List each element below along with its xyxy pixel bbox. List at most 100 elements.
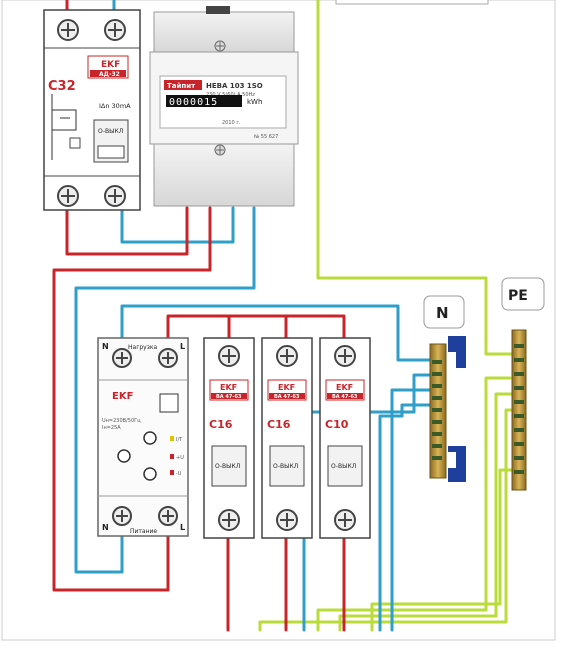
bus-n-wire-3: [378, 403, 436, 632]
pe-wire-1: [316, 376, 512, 632]
relay-led-3: [170, 470, 174, 475]
relay-knob-2[interactable]: [117, 449, 131, 463]
rcd-schematic: [51, 94, 77, 160]
relay-spec-2: Iн=25А: [102, 425, 121, 431]
rcd-to-meter-n: [120, 206, 235, 244]
rcd-top-terminal-2[interactable]: [104, 19, 126, 41]
breaker-1-top-terminal[interactable]: [218, 345, 240, 367]
neutral-bus-label: N: [436, 304, 449, 322]
relay-body: [97, 337, 189, 537]
meter-bottom-screw[interactable]: [214, 144, 226, 156]
ground-bus: PE: [501, 277, 545, 491]
breaker-2-bottom-terminal[interactable]: [276, 509, 298, 531]
neutral-bus-insulator-top: [448, 336, 466, 368]
breaker-1-model: ВА 47-63: [216, 394, 242, 400]
breaker-3-brand: EKF: [336, 383, 353, 392]
relay-power-terminal-n[interactable]: [112, 506, 132, 526]
breaker-3: EKF ВА 47-63 C10 O-ВЫКЛ: [319, 337, 371, 539]
top-right-block: [335, 0, 489, 5]
neutral-bus-label-box: [423, 295, 465, 329]
rcd-bottom-terminal-2[interactable]: [104, 185, 126, 207]
relay-symbol: [159, 393, 179, 413]
relay-spec-1: Uн=230В/50Гц: [102, 418, 141, 424]
relay-led-1: [170, 436, 174, 441]
neutral-bus-insulator-bottom: [448, 446, 466, 482]
rcd-brand: EKF: [101, 60, 120, 70]
ground-wires: [258, 0, 514, 632]
breaker-body: [319, 337, 371, 539]
neutral-bus: N: [423, 295, 466, 482]
meter-n-out: [74, 206, 256, 574]
rcd-bottom-terminal-1[interactable]: [57, 185, 79, 207]
relay-n-to-bus: [120, 304, 436, 362]
breaker-body: [203, 337, 255, 539]
breaker-3-top-terminal[interactable]: [334, 345, 356, 367]
relay-load-terminal-l[interactable]: [158, 348, 178, 368]
relay-top-l: L: [180, 342, 185, 351]
rcd-top-terminal-1[interactable]: [57, 19, 79, 41]
relay-led-label-1: I/T: [176, 437, 183, 443]
pe-wire-4: [370, 468, 514, 632]
meter-model: НЕВА 103 1SO: [206, 82, 263, 90]
breaker-2-rating: C16: [267, 418, 291, 431]
rcd-device: EKF АД-32 C32 IΔn 30mA O-ВЫКЛ: [43, 9, 141, 211]
neutral-bus-screws[interactable]: [432, 360, 442, 460]
meter-brand: Тайпит: [167, 82, 196, 90]
phase-wires: [52, 0, 346, 632]
breaker-2-model: ВА 47-63: [274, 394, 300, 400]
relay-led-2: [170, 454, 174, 459]
breaker-2-switch-label: O-ВЫКЛ: [273, 463, 298, 470]
relay-brand: EKF: [112, 391, 133, 402]
voltage-relay: N L Нагрузка EKF Uн=230В/50Гц Iн=25А I/T…: [97, 337, 189, 537]
ground-bus-screws[interactable]: [514, 344, 524, 474]
meter-bottom-cover: [153, 143, 295, 207]
ground-bus-label: PE: [508, 288, 528, 304]
rcd-leak: IΔn 30mA: [99, 102, 131, 110]
pe-feed-wire: [316, 0, 514, 356]
relay-l-to-breakers: [166, 314, 346, 342]
meter-unit: kWh: [247, 98, 262, 106]
breaker-body: [261, 337, 313, 539]
rcd-switch-label: O-ВЫКЛ: [98, 128, 123, 135]
breaker-1-brand: EKF: [220, 383, 237, 392]
relay-knob-1[interactable]: [143, 431, 157, 445]
breaker-3-switch[interactable]: [327, 445, 363, 487]
meter-brand-badge: [164, 80, 202, 90]
breaker-2: EKF ВА 47-63 C16 O-ВЫКЛ: [261, 337, 313, 539]
relay-power-label: Питание: [130, 528, 157, 535]
relay-led-label-3: -U: [176, 471, 182, 477]
rcd-to-meter-l: [65, 206, 189, 256]
breaker-2-switch[interactable]: [269, 445, 305, 487]
relay-bottom-l: L: [180, 523, 185, 532]
meter-year: 2010 г.: [222, 120, 241, 126]
breaker-1: EKF ВА 47-63 C16 O-ВЫКЛ: [203, 337, 255, 539]
breaker-3-model: ВА 47-63: [332, 394, 358, 400]
pe-wire-3: [258, 408, 514, 632]
ground-bus-label-box: [501, 277, 545, 311]
relay-top-n: N: [102, 342, 109, 351]
meter-l-out: [52, 206, 212, 592]
breaker-3-rating: C10: [325, 418, 349, 431]
meter-display: [166, 95, 242, 107]
rcd-model: АД-32: [99, 71, 120, 78]
rcd-rating: C32: [48, 79, 76, 94]
breaker-3-switch-label: O-ВЫКЛ: [331, 463, 356, 470]
meter-reading: 0000015: [169, 97, 218, 108]
meter-top-screw[interactable]: [214, 40, 226, 52]
breaker-3-bottom-terminal[interactable]: [334, 509, 356, 531]
breaker-1-rating: C16: [209, 418, 233, 431]
relay-knob-3[interactable]: [143, 467, 157, 481]
relay-power-terminal-l[interactable]: [158, 506, 178, 526]
electricity-meter: Тайпит НЕВА 103 1SO 230 V 5(60) A 50Hz 0…: [149, 6, 299, 207]
breaker-1-switch-label: O-ВЫКЛ: [215, 463, 240, 470]
breaker-1-bottom-terminal[interactable]: [218, 509, 240, 531]
breaker-1-switch[interactable]: [211, 445, 247, 487]
breaker-2-top-terminal[interactable]: [276, 345, 298, 367]
relay-load-terminal-n[interactable]: [112, 348, 132, 368]
relay-load-label: Нагрузка: [128, 344, 158, 351]
ground-bus-bar: [511, 329, 527, 491]
relay-bottom-n: N: [102, 523, 109, 532]
rcd-test-button[interactable]: [69, 137, 81, 149]
relay-led-label-2: +U: [176, 455, 184, 461]
